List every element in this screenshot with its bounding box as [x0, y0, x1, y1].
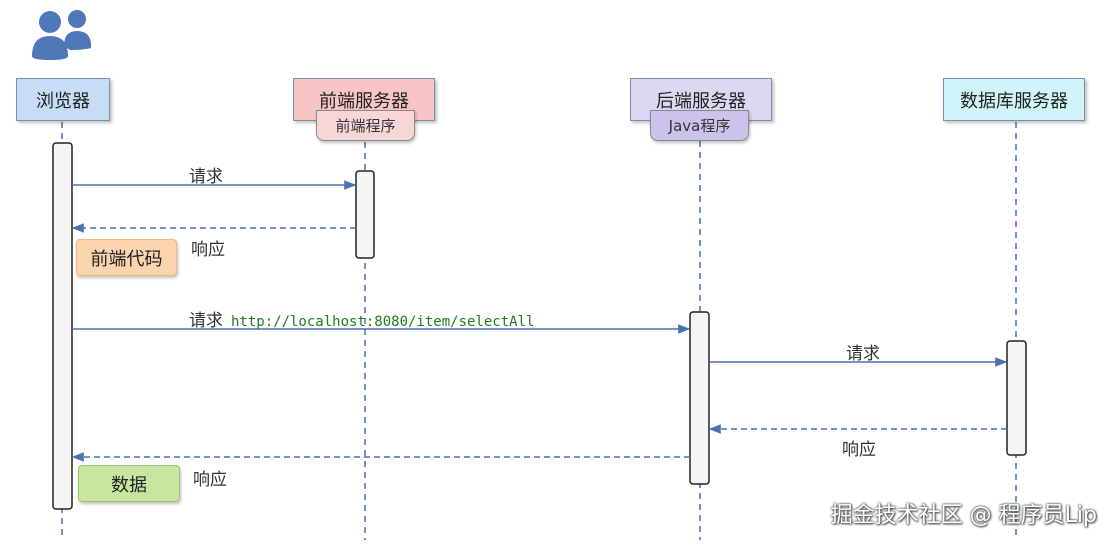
request-url: http://localhost:8080/item/selectAll — [231, 314, 535, 330]
actor-backend-program: Java程序 — [650, 110, 749, 141]
note-frontend-code: 前端代码 — [76, 239, 177, 276]
activation-browser — [52, 142, 73, 510]
message-label: 请求 — [189, 311, 223, 331]
actor-browser: 浏览器 — [16, 78, 110, 121]
activation-database — [1006, 340, 1027, 456]
users-icon — [32, 10, 91, 60]
message-label: 请求 — [189, 167, 223, 187]
note-data: 数据 — [78, 465, 180, 502]
message-label: 响应 — [842, 440, 876, 460]
message-label-with-url: 请求 http://localhost:8080/item/selectAll — [189, 306, 534, 331]
message-label: 响应 — [191, 240, 225, 260]
actor-database: 数据库服务器 — [943, 78, 1085, 121]
actor-frontend-program: 前端程序 — [316, 110, 415, 141]
activation-frontend — [355, 170, 375, 259]
activation-backend — [689, 311, 710, 485]
watermark: 掘金技术社区 @ 程序员Lip — [830, 503, 1097, 528]
message-label: 请求 — [846, 344, 880, 364]
message-label: 响应 — [193, 470, 227, 490]
